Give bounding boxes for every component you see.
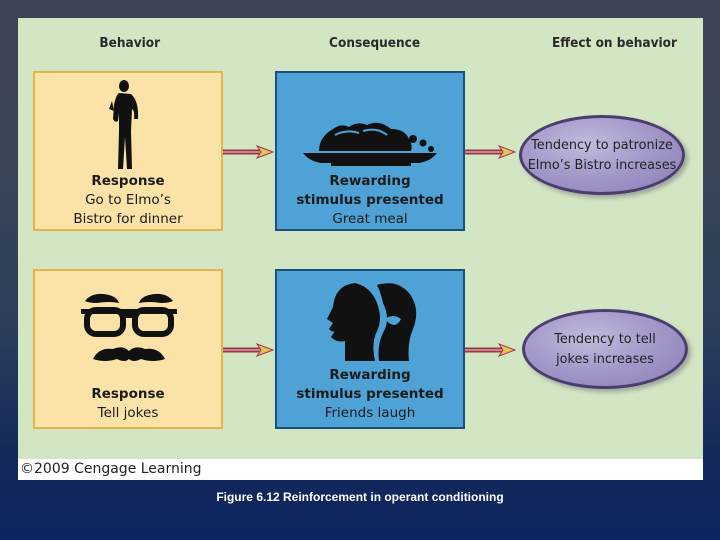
effect-text-1: Tendency to patronize Elmo’s Bistro incr… (526, 135, 678, 175)
effect-text-2: Tendency to tell jokes increases (529, 329, 681, 369)
rewarding-line-1a: Rewarding (329, 173, 411, 189)
behavior-text-2: Response Tell jokes (35, 385, 221, 423)
response-line-1a: Go to Elmo’s (85, 192, 171, 208)
effect-line-2a: Tendency to tell (554, 331, 656, 347)
response-line-1b: Bistro for dinner (73, 211, 183, 227)
behavior-box-1: Response Go to Elmo’s Bistro for dinner (33, 71, 223, 231)
rewarding-line-2a: Rewarding (329, 367, 411, 383)
header-behavior: Behavior (99, 35, 161, 51)
effect-line-2b: jokes increases (556, 351, 654, 367)
effect-line-1b: Elmo’s Bistro increases (527, 157, 677, 173)
response-title-1: Response (91, 173, 165, 189)
consequence-detail-2: Friends laugh (324, 405, 416, 421)
response-title-2: Response (91, 386, 165, 402)
behavior-box-2: Response Tell jokes (33, 269, 223, 429)
rewarding-line-1b: stimulus presented (296, 192, 444, 208)
response-line-2a: Tell jokes (97, 405, 159, 421)
figure-caption: Figure 6.12 Reinforcement in operant con… (216, 490, 504, 504)
header-effect: Effect on behavior (551, 35, 678, 51)
arrow-right-icon (223, 343, 275, 357)
consequence-box-2: Rewarding stimulus presented Friends lau… (275, 269, 465, 429)
consequence-text-2: Rewarding stimulus presented Friends lau… (277, 366, 463, 423)
person-silhouette-icon (109, 80, 139, 169)
behavior-text-1: Response Go to Elmo’s Bistro for dinner (35, 172, 221, 229)
consequence-text-1: Rewarding stimulus presented Great meal (277, 172, 463, 229)
diagram-panel: Behavior Consequence Effect on behavior … (18, 18, 703, 480)
arrow-right-icon (465, 145, 517, 159)
meal-platter-icon (303, 122, 437, 166)
consequence-detail-1: Great meal (332, 211, 408, 227)
arrow-right-icon (465, 343, 517, 357)
consequence-box-1: Rewarding stimulus presented Great meal (275, 71, 465, 231)
effect-ellipse-2: Tendency to tell jokes increases (522, 309, 688, 389)
header-consequence: Consequence (329, 35, 421, 51)
arrow-right-icon (223, 145, 275, 159)
rewarding-line-2b: stimulus presented (296, 386, 444, 402)
effect-ellipse-1: Tendency to patronize Elmo’s Bistro incr… (519, 115, 685, 195)
copyright-notice: ©2009 Cengage Learning (18, 459, 703, 480)
glasses-mustache-icon (81, 293, 177, 361)
laughing-faces-icon (327, 283, 417, 361)
effect-line-1a: Tendency to patronize (531, 137, 673, 153)
